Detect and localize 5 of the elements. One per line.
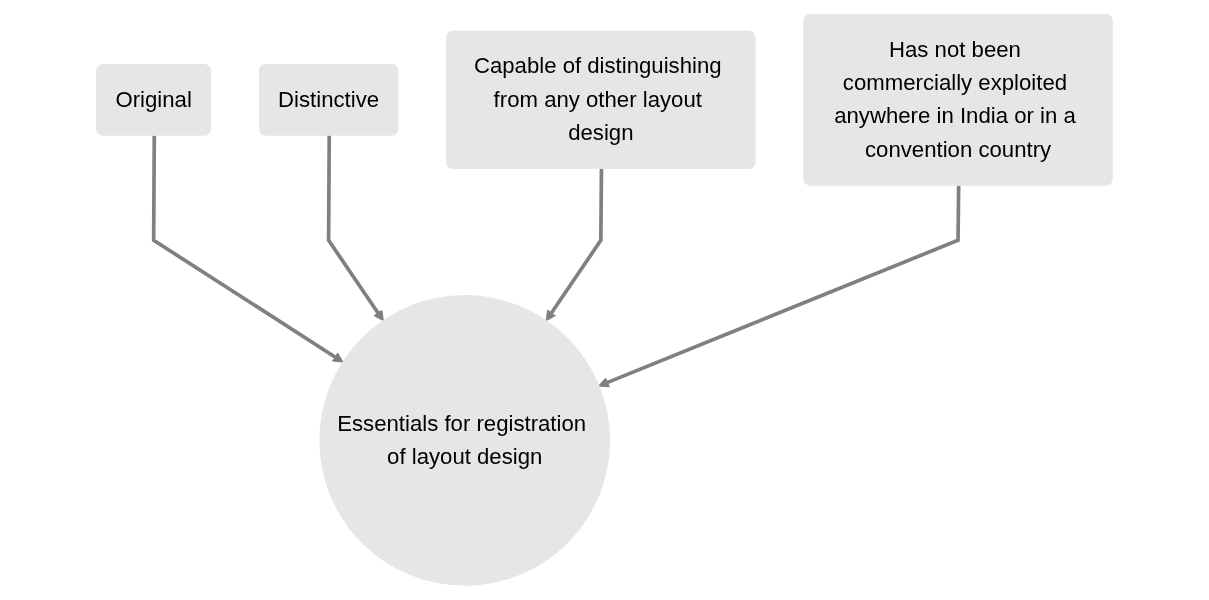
arrow <box>326 135 384 322</box>
node-circle: Essentials for registration of layout design <box>319 295 611 586</box>
arrow <box>151 135 344 363</box>
arrow <box>598 185 961 388</box>
arrow <box>545 168 604 322</box>
